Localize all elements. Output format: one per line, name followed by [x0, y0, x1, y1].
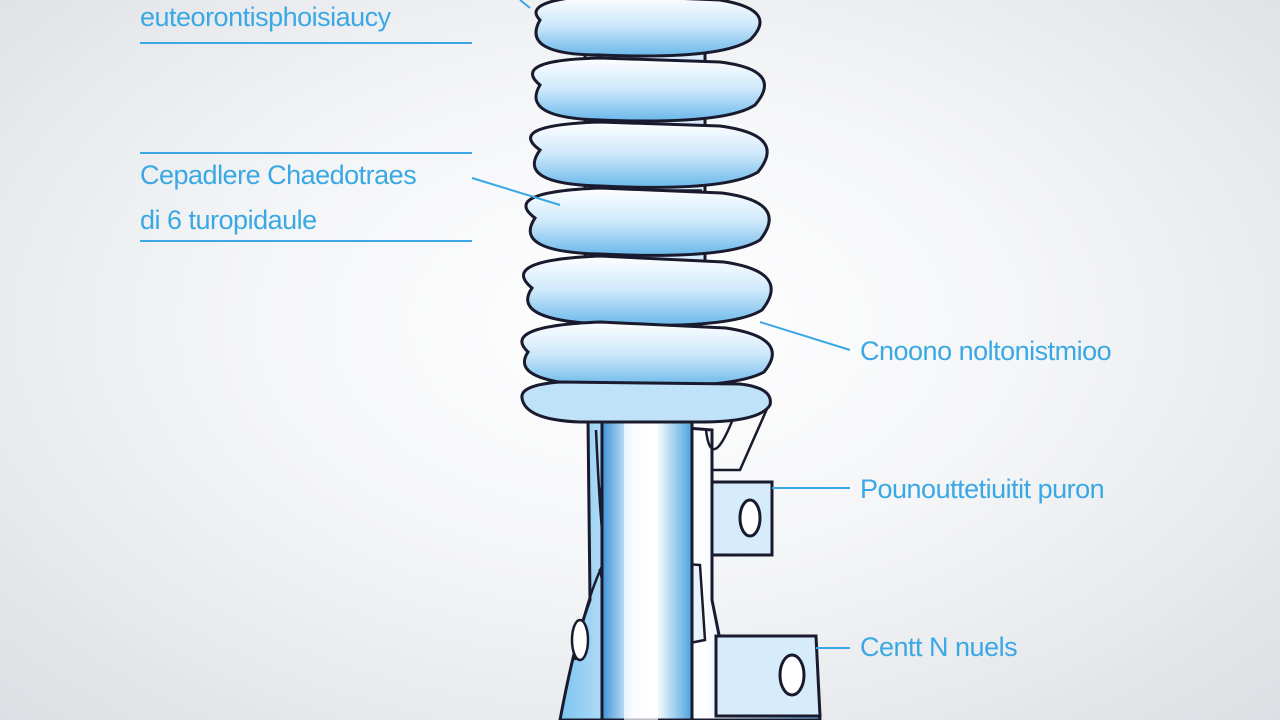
- label-top-left: euteorontisphoisiaucy: [140, 2, 391, 32]
- leader-top-left: [471, 177, 561, 206]
- label-mid-left-line1: Cepadlere Chaedotraes: [140, 160, 417, 190]
- leader-right-1: [759, 321, 851, 351]
- label-mid-left-line2: di 6 turopidaule: [140, 205, 317, 235]
- leader-lines: [471, 0, 851, 649]
- label-right-3: Centt N nuels: [860, 632, 1018, 662]
- rule-top-left: [140, 42, 472, 44]
- bracket-bolt-hole-lower: [778, 653, 806, 697]
- coil-spring: [520, 0, 774, 389]
- spring-seat: [520, 380, 772, 424]
- label-right-1: Cnoono noltonistmioo: [860, 336, 1112, 366]
- leader-top: [519, 0, 531, 9]
- label-right-2: Pounouttetiuitit puron: [860, 474, 1105, 504]
- rule-mid-left-top: [140, 152, 472, 154]
- bracket-bolt-hole-upper: [738, 498, 762, 538]
- rule-mid-left-bottom: [140, 240, 472, 242]
